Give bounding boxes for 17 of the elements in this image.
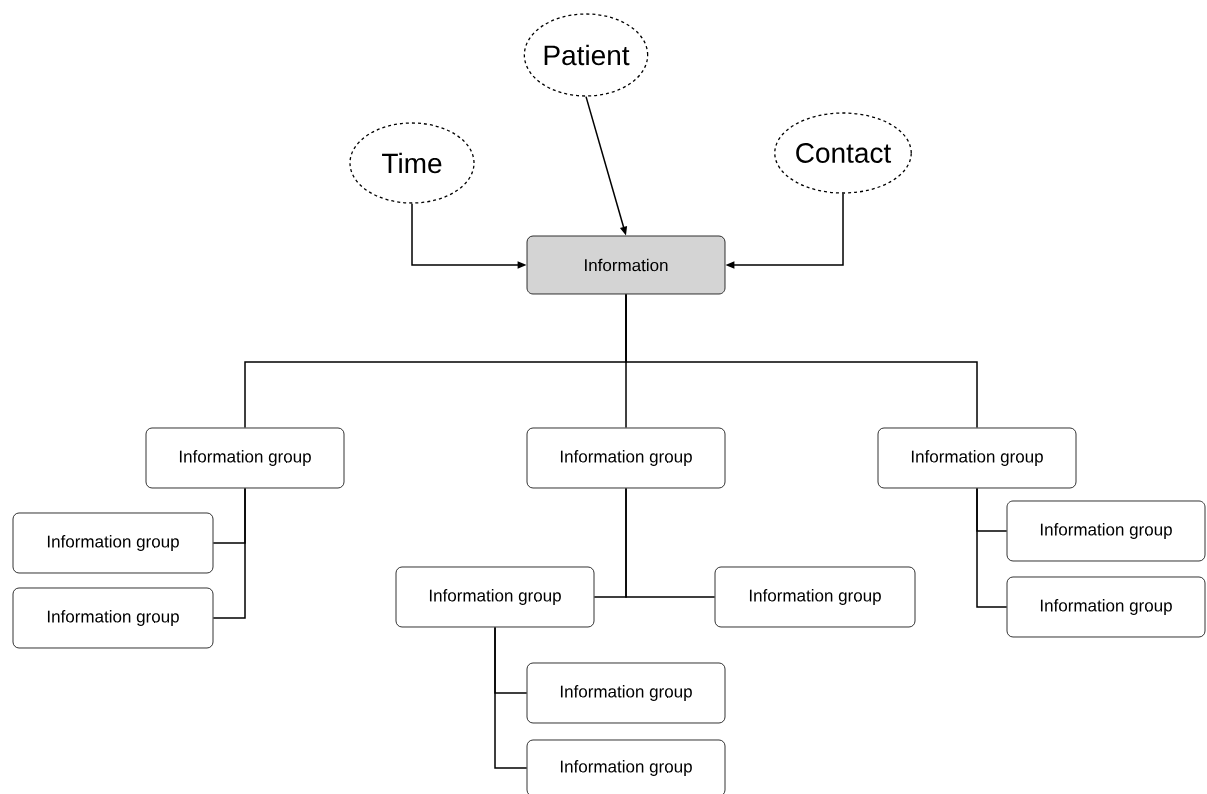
group-box: Information group — [1006, 576, 1206, 638]
group-box: Information group — [714, 566, 916, 628]
group-box: Information group — [12, 587, 214, 649]
group-box: Information group — [12, 512, 214, 574]
connector — [976, 487, 1008, 608]
group-box: Information group — [1006, 500, 1206, 562]
group-box: Information group — [526, 662, 726, 724]
connector — [625, 487, 716, 598]
group-box: Information group — [526, 427, 726, 489]
connector — [494, 626, 528, 769]
group-box: Information group — [526, 739, 726, 794]
connector — [212, 487, 246, 619]
main-box: Information — [526, 235, 726, 295]
group-box: Information group — [877, 427, 1077, 489]
connector — [625, 293, 978, 429]
group-box: Information group — [395, 566, 595, 628]
group-box: Information group — [145, 427, 345, 489]
